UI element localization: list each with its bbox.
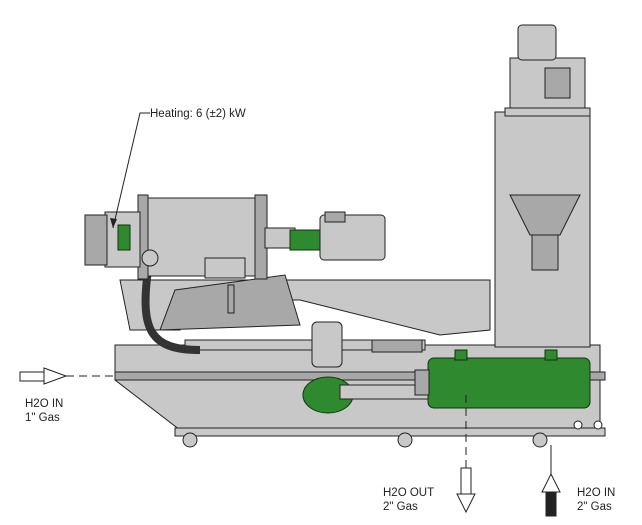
outlet-label-1: H2O OUT (383, 487, 434, 499)
inlet-left-label-2: 1" Gas (25, 412, 60, 424)
outlet-label-2: 2" Gas (383, 501, 418, 513)
outlet-arrow (456, 395, 476, 514)
drive-motor (264, 211, 386, 261)
separator-tower (494, 24, 591, 348)
inlet-left-label-1: H2O IN (25, 398, 63, 410)
heated-drum (84, 194, 268, 280)
inlet-right-label-2: 2" Gas (577, 501, 612, 513)
hose (141, 269, 201, 354)
inlet-left-arrow (19, 367, 115, 385)
pump (302, 321, 431, 414)
upper-frame (119, 274, 491, 351)
heat-exchanger (414, 349, 591, 409)
heating-label: Heating: 6 (±2) kW (150, 108, 246, 120)
inlet-right-arrow (541, 445, 561, 517)
inlet-right-label-1: H2O IN (577, 487, 615, 499)
heating-leader-line (112, 112, 150, 229)
